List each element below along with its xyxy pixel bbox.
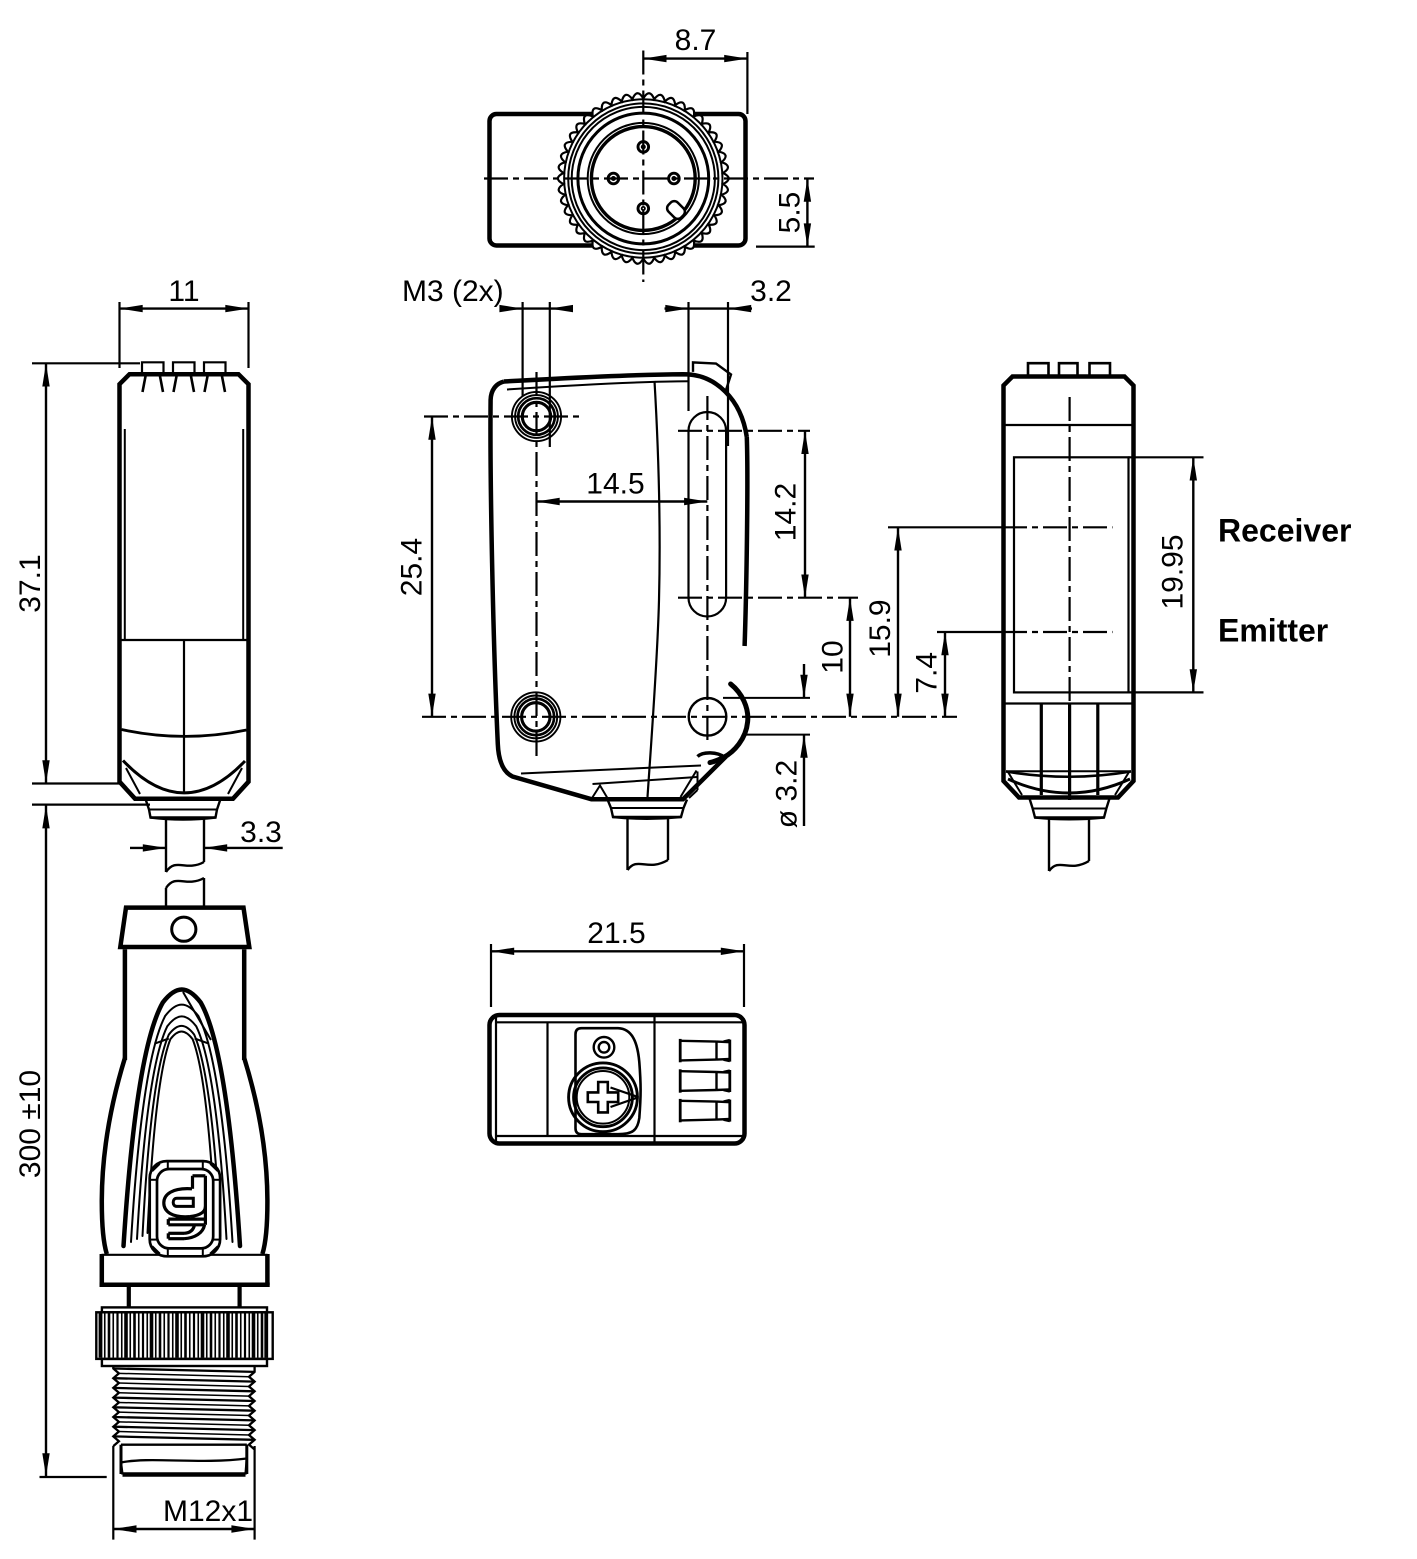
svg-text:M3 (2x): M3 (2x) xyxy=(402,275,504,308)
svg-text:Receiver: Receiver xyxy=(1218,513,1351,549)
svg-text:15.9: 15.9 xyxy=(864,599,897,657)
svg-text:21.5: 21.5 xyxy=(587,917,645,950)
svg-text:10: 10 xyxy=(817,640,850,673)
svg-text:M12x1: M12x1 xyxy=(163,1495,253,1528)
svg-text:14.2: 14.2 xyxy=(770,483,803,541)
svg-text:8.7: 8.7 xyxy=(675,24,717,57)
svg-text:300 ±10: 300 ±10 xyxy=(14,1070,47,1178)
svg-text:19.95: 19.95 xyxy=(1157,534,1190,609)
svg-text:3.2: 3.2 xyxy=(750,275,792,308)
svg-text:11: 11 xyxy=(168,275,199,308)
svg-text:37.1: 37.1 xyxy=(14,554,47,612)
svg-text:25.4: 25.4 xyxy=(396,538,429,596)
svg-text:7.4: 7.4 xyxy=(911,652,944,694)
svg-text:Emitter: Emitter xyxy=(1218,613,1328,649)
svg-text:14.5: 14.5 xyxy=(586,468,644,501)
svg-text:3.3: 3.3 xyxy=(240,816,282,849)
svg-text:5.5: 5.5 xyxy=(774,192,807,234)
svg-text:ø 3.2: ø 3.2 xyxy=(771,760,804,828)
